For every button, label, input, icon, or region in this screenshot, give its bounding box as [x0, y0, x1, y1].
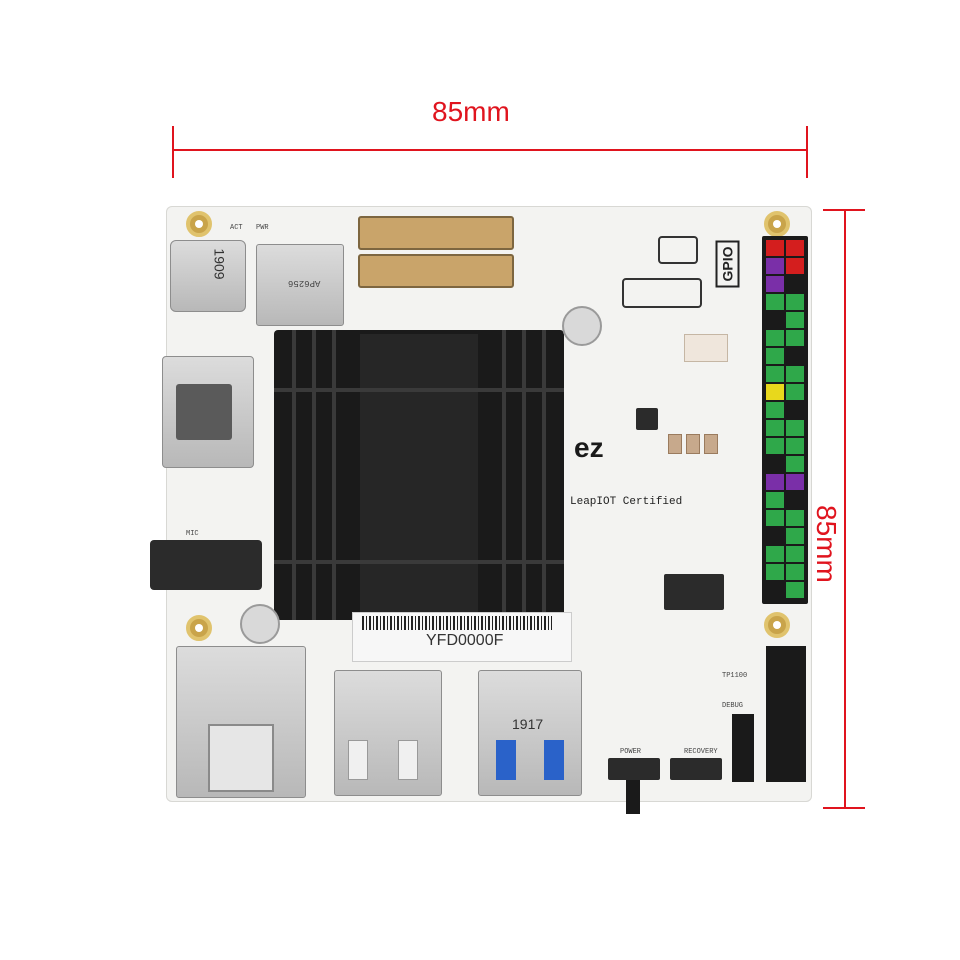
tp-label: TP1100: [722, 672, 748, 680]
mounting-hole-top-left: [186, 211, 212, 237]
camera-connector-1: [358, 216, 514, 250]
width-dimension-line: [172, 126, 808, 178]
capacitor-2: [686, 434, 700, 454]
capacitor-3: [704, 434, 718, 454]
pwr-label: PWR: [256, 224, 269, 232]
recovery-label: RECOVERY: [684, 748, 718, 756]
act-label: ACT: [230, 224, 243, 232]
power-button-stem: [626, 780, 640, 814]
usb-c-marking: 1909: [211, 248, 228, 280]
sticker-text: YFD0000F: [426, 632, 504, 649]
mounting-hole-mid-right: [764, 612, 790, 638]
ethernet-opening: [208, 724, 274, 792]
usb3-tab-right: [544, 740, 564, 780]
hdmi-opening: [176, 384, 232, 440]
mic-label: MIC: [186, 530, 199, 538]
certified-text: LeapIOT Certified: [570, 496, 683, 508]
debug-label: DEBUG: [722, 702, 744, 710]
width-dimension-label: 85mm: [432, 96, 510, 127]
wifi-module: [256, 244, 344, 326]
sticker-barcode: [362, 616, 552, 630]
usb3-port: [478, 670, 582, 796]
debug-header: [732, 714, 754, 782]
wifi-module-text: AP6256: [288, 278, 321, 288]
brand-text: ez: [574, 432, 604, 463]
usb2-port: [334, 670, 442, 796]
heatsink-fins: [274, 330, 564, 620]
usb3-tab-left: [496, 740, 516, 780]
usb2-tab-left: [348, 740, 368, 780]
heatsink-screw-bottom: [240, 604, 280, 644]
usb3-marking: 1917: [512, 716, 544, 732]
chip-inductor: [636, 408, 658, 430]
mounting-hole-top-right: [764, 211, 790, 237]
camera-display-icon: [622, 278, 702, 308]
recovery-button: [670, 758, 722, 780]
aux-header: [766, 646, 806, 782]
heatsink-screw-top: [562, 306, 602, 346]
fan-connector: [684, 334, 728, 362]
capacitor-1: [668, 434, 682, 454]
power-label: POWER: [620, 748, 642, 756]
camera-connector-2: [358, 254, 514, 288]
power-button: [608, 758, 660, 780]
gpio-label: GPIO: [715, 240, 740, 288]
audio-jack: [150, 540, 262, 590]
gpio-header-pins: [766, 240, 804, 598]
usb-c-port: [170, 240, 246, 312]
mounting-hole-mid-left: [186, 615, 212, 641]
camera-icon: [658, 236, 698, 264]
height-dimension-line: [823, 209, 865, 809]
height-dimension-label: 85mm: [811, 505, 842, 583]
chip-large: [664, 574, 724, 610]
usb2-tab-right: [398, 740, 418, 780]
